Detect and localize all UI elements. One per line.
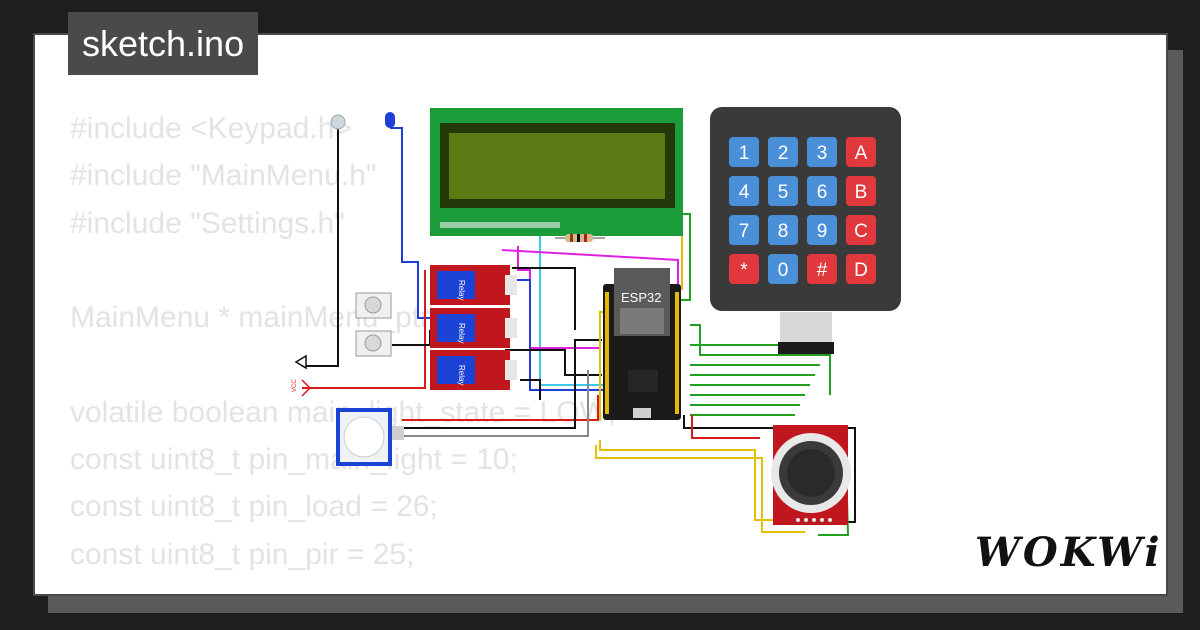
code-preview: #include <Keypad.h> #include "MainMenu.h… — [70, 105, 616, 578]
code-line: #include "MainMenu.h" — [70, 159, 377, 193]
keypad-key-label: 8 — [778, 221, 789, 242]
code-line: const uint8_t pin_main_light = 10; — [70, 443, 518, 477]
led-indicator — [330, 112, 395, 130]
code-line: #include "Settings.h" — [70, 206, 345, 240]
keypad-key-label: B — [855, 182, 868, 203]
keypad-key-9[interactable]: 9 — [807, 215, 837, 245]
vcc-icon: VCC — [292, 379, 312, 397]
keypad-key-label: 9 — [817, 221, 828, 242]
keypad-key-a[interactable]: A — [846, 137, 876, 167]
keypad-key-label: * — [740, 260, 748, 281]
pushbutton[interactable] — [355, 330, 392, 357]
keypad-key-label: C — [854, 221, 868, 242]
code-line: const uint8_t pin_load = 26; — [70, 490, 438, 524]
keypad-key-label: # — [817, 260, 828, 281]
keypad-key-hash[interactable]: # — [807, 254, 837, 284]
keypad-key-label: 0 — [778, 260, 789, 281]
keypad-key-8[interactable]: 8 — [768, 215, 798, 245]
keypad-key-2[interactable]: 2 — [768, 137, 798, 167]
svg-text:Relay: Relay — [457, 280, 466, 300]
resistor — [555, 234, 605, 242]
board-label: ESP32 — [621, 290, 661, 305]
relay-module: Relay — [430, 350, 517, 390]
keypad-key-1[interactable]: 1 — [729, 137, 759, 167]
keypad-key-label: 5 — [778, 182, 789, 203]
keypad-key-4[interactable]: 4 — [729, 176, 759, 206]
file-title-tab[interactable]: sketch.ino — [68, 12, 259, 75]
keypad-key-5[interactable]: 5 — [768, 176, 798, 206]
pir-sensor — [336, 408, 404, 466]
keypad-key-c[interactable]: C — [846, 215, 876, 245]
keypad-key-0[interactable]: 0 — [768, 254, 798, 284]
lcd-display — [430, 108, 683, 236]
keypad-key-6[interactable]: 6 — [807, 176, 837, 206]
keypad-key-star[interactable]: * — [729, 254, 759, 284]
joystick[interactable] — [771, 425, 851, 525]
svg-text:Relay: Relay — [457, 323, 466, 343]
keypad-key-label: 1 — [739, 143, 750, 164]
keypad-key-label: 7 — [739, 221, 750, 242]
keypad-key-label: D — [854, 260, 868, 281]
keypad-key-7[interactable]: 7 — [729, 215, 759, 245]
esp32-board: ESP32 — [603, 268, 681, 420]
keypad-key-label: 4 — [739, 182, 750, 203]
pushbutton[interactable] — [355, 292, 392, 319]
keypad-key-label: 3 — [817, 143, 828, 164]
wokwi-logo: WOKWi — [975, 529, 1163, 576]
keypad-key-b[interactable]: B — [846, 176, 876, 206]
keypad-key-label: 6 — [817, 182, 828, 203]
code-line: #include <Keypad.h> — [70, 112, 352, 145]
relay-module: Relay — [430, 265, 517, 305]
code-line: const uint8_t pin_pir = 25; — [70, 537, 415, 571]
svg-text:Relay: Relay — [457, 365, 466, 385]
keypad-key-d[interactable]: D — [846, 254, 876, 284]
vcc-label: VCC — [292, 379, 298, 392]
relay-module: Relay — [430, 308, 517, 348]
keypad-key-label: A — [855, 143, 868, 164]
keypad-key-label: 2 — [778, 143, 789, 164]
ground-icon — [294, 354, 307, 370]
keypad-key-3[interactable]: 3 — [807, 137, 837, 167]
code-line: volatile boolean main_light_state = LOW; — [70, 395, 616, 429]
keypad: 1 2 3 A 4 5 6 B 7 8 9 C * 0 # D — [710, 107, 901, 354]
